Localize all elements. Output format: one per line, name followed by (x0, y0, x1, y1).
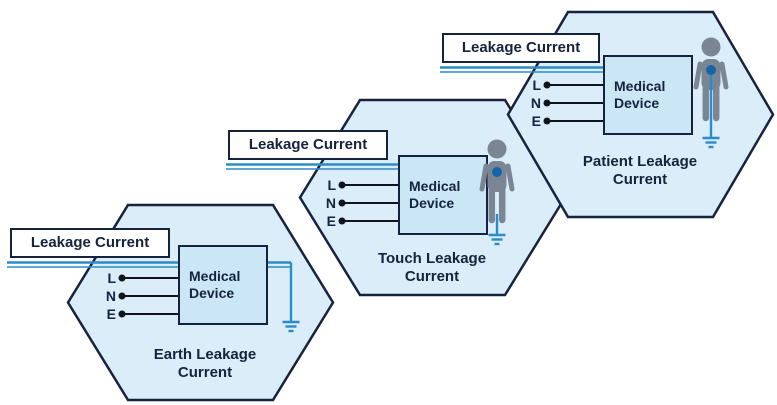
leakage-current-label-patient: Leakage Current (442, 33, 600, 63)
chest-electrode-dot-touch (492, 167, 502, 177)
medical-device-box-earth: Medical Device (178, 245, 268, 325)
caption-earth-leakage: Earth Leakage Current (153, 346, 257, 381)
terminal-n-earth: N (105, 288, 116, 304)
terminal-e-earth: E (106, 306, 116, 322)
terminal-l-earth: L (107, 270, 116, 286)
terminal-e-patient: E (531, 113, 541, 129)
person-icon-touch (482, 140, 512, 221)
leakage-current-label-touch: Leakage Current (228, 130, 388, 160)
caption-touch-leakage: Touch Leakage Current (377, 250, 487, 285)
medical-device-box-touch: Medical Device (398, 155, 488, 235)
chest-electrode-dot-patient (706, 65, 716, 75)
mains-wires-patient (543, 81, 605, 125)
terminal-n-touch: N (325, 195, 336, 211)
leakage-current-label-earth: Leakage Current (10, 228, 170, 258)
medical-device-box-patient: Medical Device (603, 55, 693, 135)
ground-icon-touch (488, 233, 506, 246)
medical-device-label-patient: Medical Device (614, 78, 666, 111)
ground-icon-earth (282, 320, 300, 333)
terminal-l-patient: L (532, 77, 541, 93)
caption-patient-leakage: Patient Leakage Current (582, 153, 698, 188)
leakage-path-patient (440, 66, 605, 73)
terminal-l-touch: L (327, 177, 336, 193)
terminal-n-patient: N (530, 95, 541, 111)
mains-wires-earth (118, 274, 180, 318)
medical-device-label-touch: Medical Device (409, 178, 461, 211)
terminal-e-touch: E (326, 213, 336, 229)
mains-wires-touch (338, 181, 400, 225)
medical-device-label-earth: Medical Device (189, 268, 241, 301)
leakage-path-touch (226, 163, 499, 235)
